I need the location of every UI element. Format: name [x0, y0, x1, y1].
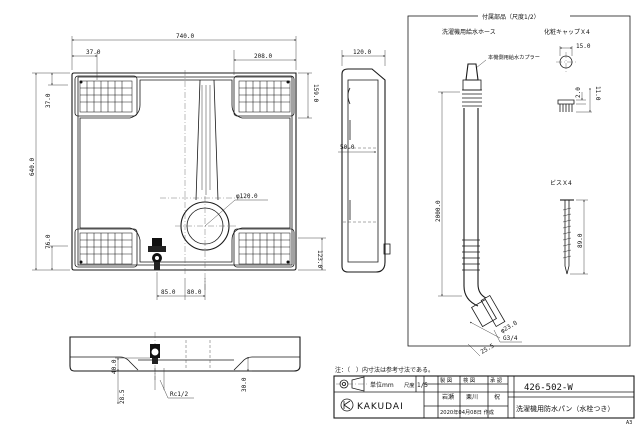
dim-plan-right-top: 159.0	[312, 84, 319, 102]
dim-plan-right-bottom: 123.0	[316, 250, 323, 268]
accessories-panel: 付属部品（尺度1/2） 洗濯機用給水ホース 本機側用給水カプラー 2000.0 …	[407, 10, 631, 357]
dim-plan-top-left: 37.0	[45, 93, 52, 108]
coupler-note: 本機側用給水カプラー	[488, 53, 540, 61]
name-design: 岩瀬	[442, 393, 454, 401]
company-name: KAKUDAI	[357, 402, 404, 412]
col-design: 製 図	[440, 376, 452, 384]
unit-label: 単位mm	[370, 381, 394, 389]
dim-cap-dia: 15.0	[576, 43, 591, 50]
name-approve: 祝	[494, 393, 500, 401]
screw-drawing	[560, 199, 574, 275]
dim-hose-dia: φ23.0	[500, 319, 519, 334]
dim-front-h3: 30.0	[241, 377, 248, 392]
date-created: 2020年04月08日 作成	[440, 408, 494, 416]
dim-plan-bottom-left: 76.0	[45, 234, 52, 249]
scale-label: 尺度	[404, 381, 414, 389]
corner-grid-top-right	[233, 75, 295, 117]
thread-label: Rc1/2	[170, 391, 188, 398]
corner-grid-top-left	[74, 75, 138, 117]
dim-hose-length: 2000.0	[435, 200, 442, 222]
projection-symbol	[336, 376, 368, 392]
dim-plan-right: 208.0	[254, 53, 272, 60]
reference-note: 注：（ ）内寸法は参考寸法である。	[335, 366, 434, 374]
kakudai-logo	[340, 398, 354, 412]
sheet-size: A3	[626, 420, 632, 425]
plan-view: 740.0 37.0 208.0 640.0 37.0 76.0 159.0 1…	[29, 33, 326, 300]
corner-grid-bottom-left	[74, 228, 138, 268]
hose-title: 洗濯機用給水ホース	[442, 28, 496, 36]
col-check: 検 図	[463, 376, 475, 384]
part-number: 426-502-W	[524, 383, 573, 393]
dim-plan-left: 37.0	[86, 49, 101, 56]
dim-front-h2: 28.5	[119, 389, 126, 404]
dim-hose-small: 25.5	[480, 342, 496, 355]
faucet-front	[150, 344, 160, 364]
faucet-valve	[148, 238, 166, 270]
front-view: 40.0 28.5 30.0 Rc1/2	[69, 332, 301, 405]
accessories-title: 付属部品（尺度1/2）	[482, 13, 540, 21]
dim-drain-dia: φ120.0	[236, 193, 258, 200]
dim-front-h1: 40.0	[111, 359, 118, 374]
dim-plan-width: 740.0	[176, 33, 194, 40]
dim-plan-height: 640.0	[29, 158, 36, 176]
col-approve: 承 認	[490, 376, 503, 384]
title-block: 単位mm 尺度 1/5 製 図 検 図 承 認 岩瀬 栗川 祝 2020年04月…	[333, 375, 635, 419]
corner-grid-bottom-right	[233, 228, 295, 268]
dim-cap-h2: 11.0	[594, 86, 601, 101]
dim-side-inner: 50.0	[340, 144, 355, 151]
dim-side-depth: 120.0	[353, 49, 371, 56]
dim-valve-x1: 85.0	[161, 289, 176, 296]
cap-title: 化粧キャップＸ4	[544, 28, 590, 36]
dim-cap-h1: 2.0	[575, 87, 582, 98]
hose-drawing	[462, 63, 506, 328]
screw-title: ビスＸ4	[550, 179, 572, 187]
dim-valve-x2: 80.0	[187, 289, 202, 296]
scale-value: 1/5	[417, 382, 428, 389]
side-view: 120.0 50.0	[338, 49, 391, 273]
name-check: 栗川	[466, 394, 478, 401]
cap-drawing	[556, 52, 576, 112]
product-name: 洗濯機用防水パン（水栓つき）	[516, 404, 614, 413]
dim-screw-length: 89.0	[577, 233, 584, 248]
hose-thread: G3/4	[503, 335, 518, 342]
